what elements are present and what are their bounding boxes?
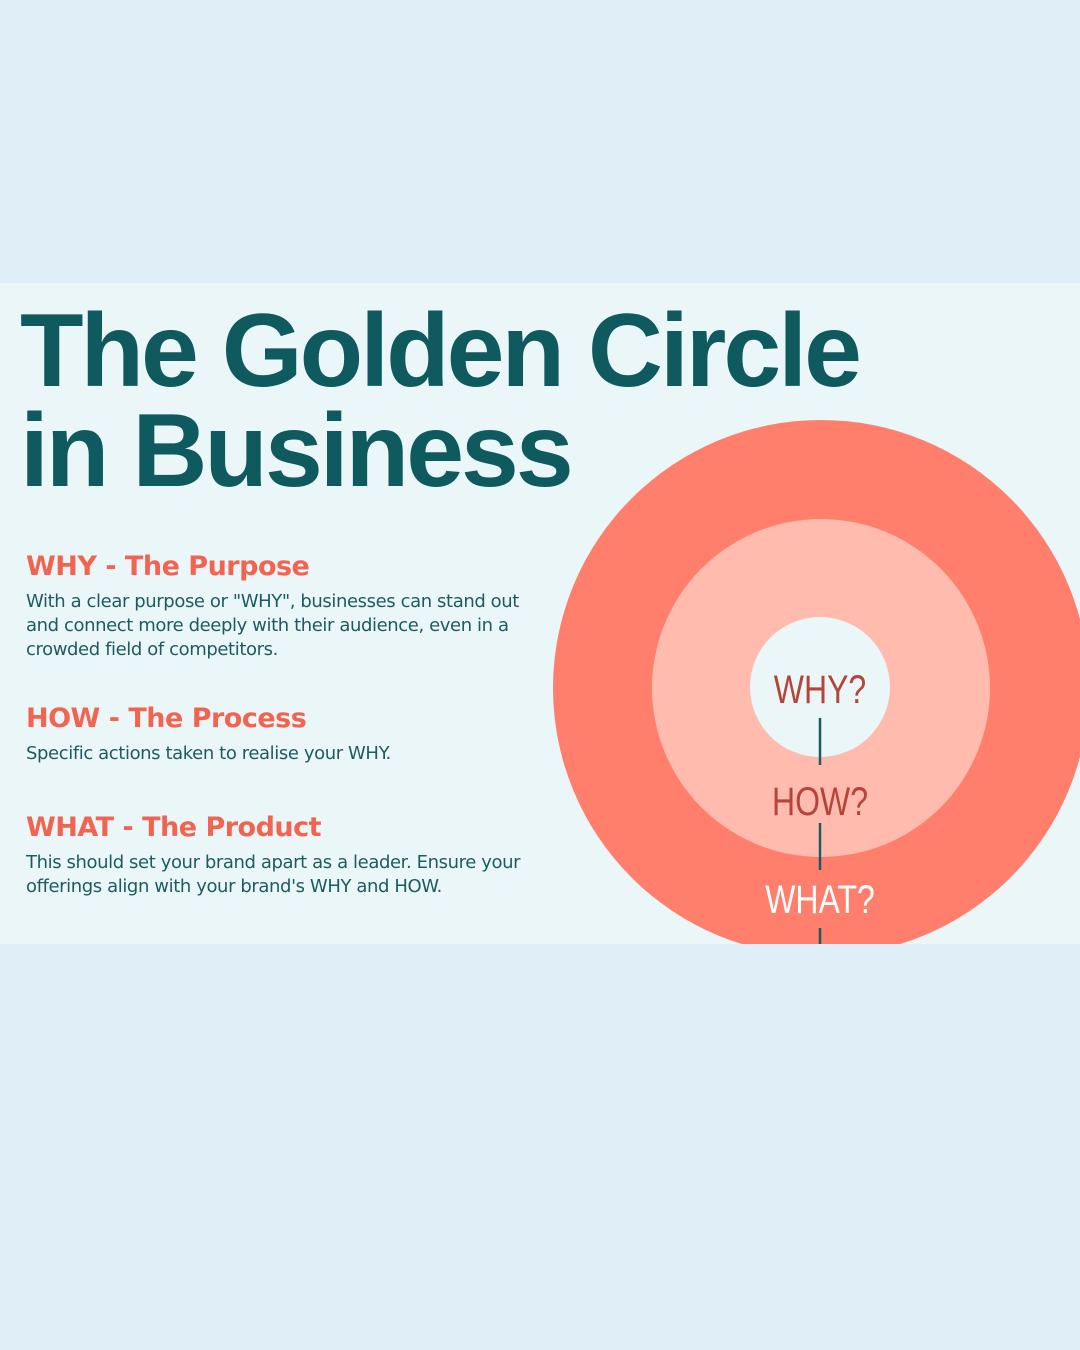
infographic-card: The Golden Circle in Business WHY - The … xyxy=(0,283,1080,944)
golden-circle-diagram: WHY? HOW? WHAT? xyxy=(553,420,1080,944)
section-heading: WHAT - The Product xyxy=(26,812,322,843)
title-line-1: The Golden Circle xyxy=(20,293,862,409)
label-why: WHY? xyxy=(774,667,866,712)
label-what: WHAT? xyxy=(765,877,875,922)
section-text: This should set your brand apart as a le… xyxy=(26,852,521,897)
section-text: Specific actions taken to realise your W… xyxy=(26,743,391,764)
section-heading: WHY - The Purpose xyxy=(26,551,310,582)
page-title: The Golden Circle in Business xyxy=(20,299,862,503)
title-line-2: in Business xyxy=(20,393,574,509)
section-heading: HOW - The Process xyxy=(26,703,307,734)
inner-circle-why xyxy=(750,617,890,757)
section-how: HOW - The Process Specific actions taken… xyxy=(26,703,566,766)
section-what: WHAT - The Product This should set your … xyxy=(26,812,566,899)
section-text: With a clear purpose or "WHY", businesse… xyxy=(26,591,519,660)
section-why: WHY - The Purpose With a clear purpose o… xyxy=(26,551,566,662)
label-how: HOW? xyxy=(772,779,868,824)
